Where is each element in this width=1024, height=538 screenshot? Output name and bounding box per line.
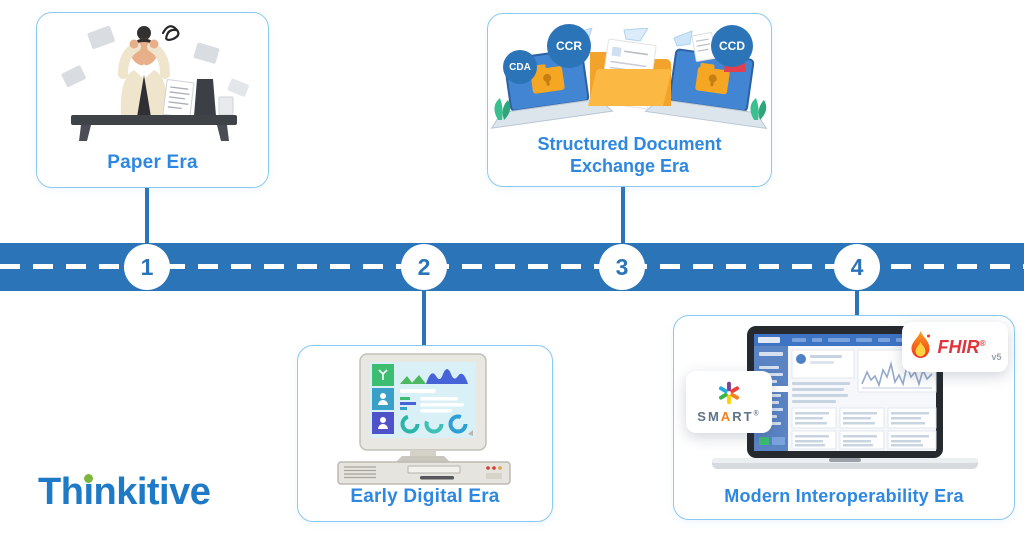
smart-asterisk-icon xyxy=(718,381,740,405)
logo-i: ı xyxy=(83,471,94,514)
step-number: 2 xyxy=(417,253,431,280)
cda-badge: CDA xyxy=(503,50,537,84)
dashboard-grid xyxy=(791,407,937,450)
fhir-wordmark: FHIR® xyxy=(938,337,986,358)
logo-text-th: Th xyxy=(38,471,84,513)
smart-text-rt: RT xyxy=(732,409,754,424)
timeline-step-3: 3 xyxy=(599,244,645,290)
connector-step-1 xyxy=(145,186,149,244)
stress-scribble xyxy=(161,25,180,41)
timeline-step-1: 1 xyxy=(124,244,170,290)
fhir-version: v5 xyxy=(991,352,1002,362)
card-modern-interoperability-era: SMART® FHIR® v5 Modern Interoperability … xyxy=(673,315,1015,520)
fhir-badge: FHIR® v5 xyxy=(902,322,1008,372)
smart-reg-mark: ® xyxy=(753,410,761,418)
card-early-digital-era: Early Digital Era xyxy=(297,345,553,522)
logo-green-dot xyxy=(84,474,94,483)
timeline-step-2: 2 xyxy=(401,244,447,290)
mini-bars xyxy=(400,397,416,410)
fhir-flame-icon xyxy=(911,331,930,358)
timeline-step-4: 4 xyxy=(834,244,880,290)
smart-wordmark: SMART® xyxy=(697,409,760,424)
structured-era-label: Structured Document Exchange Era xyxy=(488,133,771,177)
flying-papers xyxy=(61,25,249,97)
connector-step-4 xyxy=(855,290,859,317)
card-structured-document-exchange-era: CDA CCR CCD Structured Document Exchange… xyxy=(487,13,772,187)
step-number: 3 xyxy=(615,253,629,280)
card-paper-era: Paper Era xyxy=(36,12,269,188)
ccr-label: CCR xyxy=(556,39,582,53)
laptop-base xyxy=(712,458,978,469)
logo-text-nkitive: nkitive xyxy=(93,471,211,513)
paper-era-illustration xyxy=(61,25,249,141)
modern-era-label: Modern Interoperability Era xyxy=(724,486,964,506)
cda-label: CDA xyxy=(509,61,531,73)
ccr-badge: CCR xyxy=(547,24,591,68)
early-digital-era-label: Early Digital Era xyxy=(350,486,500,507)
desk xyxy=(71,115,237,141)
connector-step-3 xyxy=(621,185,625,244)
desk-papers xyxy=(162,79,195,118)
timeline-dashed-line xyxy=(0,264,1024,269)
center-folder-document xyxy=(588,38,672,110)
paper-era-label: Paper Era xyxy=(107,152,198,173)
step-number: 1 xyxy=(140,253,154,280)
ccd-label: CCD xyxy=(719,39,745,53)
monitor-stand xyxy=(396,450,450,462)
ccd-badge: CCD xyxy=(711,25,753,67)
smart-text-a: A xyxy=(720,409,733,424)
laptop-back xyxy=(194,79,234,116)
document-exchange-illustration xyxy=(490,28,768,130)
donut-charts xyxy=(400,414,468,434)
computer-case xyxy=(337,461,511,485)
smart-text-sm: SM xyxy=(697,409,721,424)
step-number: 4 xyxy=(850,253,864,280)
stressed-person xyxy=(118,26,170,117)
logo-dotless-i: ı xyxy=(83,471,94,513)
fhir-text: FHIR xyxy=(937,336,980,357)
retro-computer-illustration xyxy=(337,353,511,485)
structured-era-label-line2: Exchange Era xyxy=(569,156,690,176)
smart-on-fhir-badge: SMART® xyxy=(686,371,772,433)
connector-step-2 xyxy=(422,290,426,347)
plants xyxy=(494,98,767,120)
screen-dashboard xyxy=(372,364,468,434)
fhir-reg-mark: ® xyxy=(979,338,986,348)
structured-era-label-line1: Structured Document xyxy=(537,134,722,154)
